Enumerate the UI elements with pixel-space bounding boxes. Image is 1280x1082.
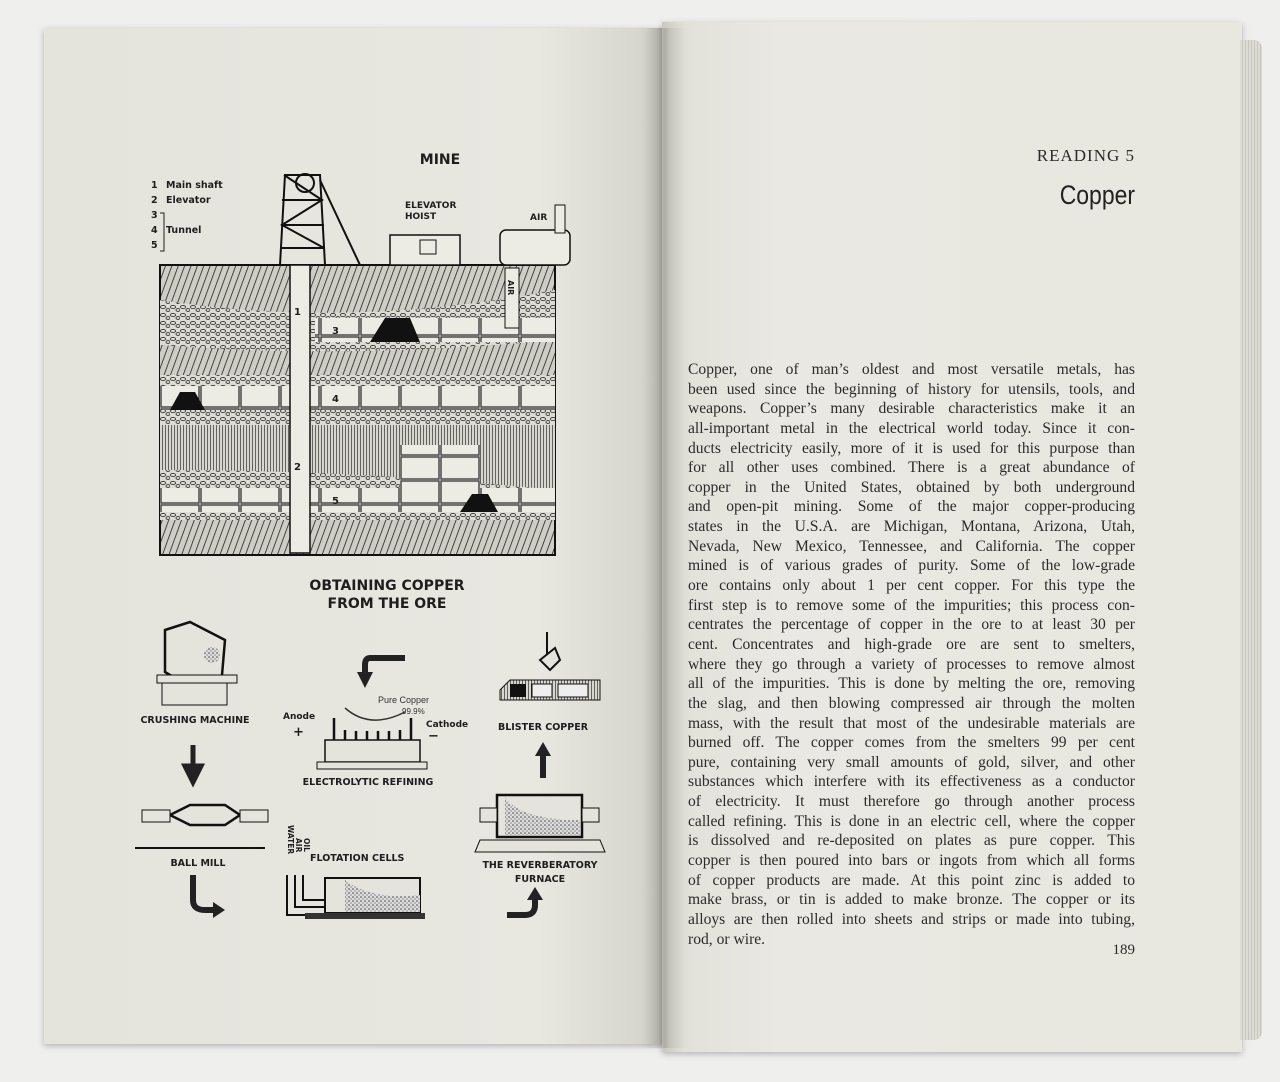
reverberatory-furnace: THE REVERBERATORY FURNACE (474, 793, 606, 885)
text-line: copper is then poured into bars or ingot… (688, 852, 1135, 870)
svg-text:4: 4 (332, 394, 339, 405)
svg-text:Cathode: Cathode (426, 720, 468, 730)
svg-text:HOIST: HOIST (405, 212, 437, 222)
text-line: ore contains only about 1 per cent coppe… (688, 577, 1135, 595)
flotation-cells: WATER AIR OIL FLOTATION CELLS (286, 825, 425, 919)
svg-text:2: 2 (151, 195, 158, 206)
text-line: copper in the United States, obtained by… (688, 478, 1135, 496)
book-gutter (640, 28, 690, 1048)
ball-mill: BALL MILL (135, 803, 269, 869)
reading-label: READING 5 (1036, 146, 1135, 165)
svg-text:OIL: OIL (302, 838, 311, 852)
page-number: 189 (1112, 942, 1136, 958)
electrolytic-refining: Pure Copper 99.9% Anode Cathode + − ELEC… (283, 655, 468, 788)
text-line: of electricity. It must therefore go thr… (688, 793, 1135, 811)
text-line: rod, or wire. (688, 930, 766, 948)
chapter-title: Copper (1059, 180, 1135, 210)
svg-text:Main shaft: Main shaft (166, 180, 223, 191)
mine-title: MINE (420, 152, 460, 168)
text-line: pure, containing very small amounts of g… (688, 753, 1135, 771)
elevator-hoist-label: ELEVATOR (405, 201, 456, 211)
svg-text:5: 5 (332, 496, 339, 507)
svg-text:3: 3 (332, 326, 339, 337)
text-line: Copper, one of man’s oldest and most ver… (688, 361, 1135, 378)
svg-text:BLISTER COPPER: BLISTER COPPER (498, 722, 589, 733)
svg-text:FLOTATION CELLS: FLOTATION CELLS (310, 853, 405, 864)
arrow-right-icon (190, 875, 215, 913)
svg-text:AIR: AIR (294, 838, 303, 853)
text-line: of copper products are made. At this poi… (688, 871, 1135, 889)
text-line: cent. Concentrates and high-grade ore ar… (688, 635, 1135, 653)
svg-text:4: 4 (151, 225, 158, 236)
blister-copper: BLISTER COPPER (498, 632, 601, 733)
svg-text:CRUSHING MACHINE: CRUSHING MACHINE (140, 715, 249, 726)
svg-text:Elevator: Elevator (166, 195, 211, 206)
svg-text:Pure Copper: Pure Copper (378, 695, 429, 705)
text-line: burned off. The copper comes from the sm… (688, 734, 1135, 752)
svg-text:FROM THE ORE: FROM THE ORE (328, 596, 447, 612)
text-line: been used since the beginning of history… (688, 380, 1135, 398)
text-line: for all other uses combined. There is a … (688, 459, 1135, 477)
text-line: where they go through a variety of proce… (688, 655, 1135, 673)
mine-diagram: ELEVATOR HOIST AIR AIR 1 2 3 4 5 (159, 173, 571, 556)
crushing-machine: CRUSHING MACHINE (140, 620, 250, 726)
text-line: Nevada, New Mexico, Tennessee, and Calif… (688, 537, 1135, 555)
svg-text:ELECTROLYTIC REFINING: ELECTROLYTIC REFINING (303, 777, 434, 788)
text-line: make brass, or tin is added to make bron… (688, 891, 1135, 909)
text-line: and open-pit mining. Some of the major c… (688, 498, 1135, 516)
text-line: centrates the percentage of copper in th… (688, 616, 1135, 634)
air-label: AIR (530, 213, 547, 223)
body-text: Copper, one of man’s oldest and most ver… (688, 360, 1135, 949)
text-line: states in the U.S.A. are Michigan, Monta… (688, 518, 1135, 536)
text-line: ducts electricity easily, more of it is … (688, 439, 1135, 457)
text-line: mass, with the result that most of the u… (688, 714, 1135, 732)
air-vertical-label: AIR (506, 280, 515, 295)
text-line: substances which interfere with its effe… (688, 773, 1135, 791)
svg-text:5: 5 (151, 240, 158, 251)
svg-text:−: − (428, 729, 439, 744)
svg-text:BALL MILL: BALL MILL (170, 858, 225, 869)
svg-text:THE REVERBERATORY: THE REVERBERATORY (482, 860, 597, 871)
svg-text:Anode: Anode (283, 712, 315, 722)
mine-legend: 1 Main shaft 2 Elevator 3 4 Tunnel 5 (151, 180, 223, 252)
svg-text:2: 2 (294, 462, 301, 473)
svg-text:Tunnel: Tunnel (166, 225, 201, 236)
text-line: alloys are then rolled into sheets and s… (688, 910, 1135, 928)
svg-text:+: + (293, 725, 304, 740)
svg-text:1: 1 (294, 307, 301, 318)
text-line: is dissolved and re-deposited on plates … (688, 832, 1135, 850)
svg-text:FURNACE: FURNACE (515, 874, 565, 885)
svg-text:1: 1 (151, 180, 158, 191)
right-page (662, 22, 1242, 1052)
text-line: mined is of various grades of purity. So… (688, 557, 1135, 575)
text-line: all of the impurities. This is done by m… (688, 675, 1135, 693)
text-line: called refining. This is done in an elec… (688, 812, 1135, 830)
svg-text:99.9%: 99.9% (402, 707, 425, 716)
arrow-down-icon (180, 745, 206, 788)
text-line: the slag, and then blowing compressed ai… (688, 694, 1135, 712)
page-edges (1240, 40, 1262, 1040)
text-line: all-important metal in the electrical wo… (688, 419, 1135, 437)
process-title: OBTAINING COPPER (309, 578, 464, 594)
svg-text:WATER: WATER (286, 825, 295, 854)
text-line: weapons. Copper’s many desirable charact… (688, 400, 1135, 418)
svg-text:3: 3 (151, 210, 158, 221)
text-line: first step is to remove some of the impu… (688, 596, 1135, 614)
arrow-up-icon (535, 742, 551, 756)
